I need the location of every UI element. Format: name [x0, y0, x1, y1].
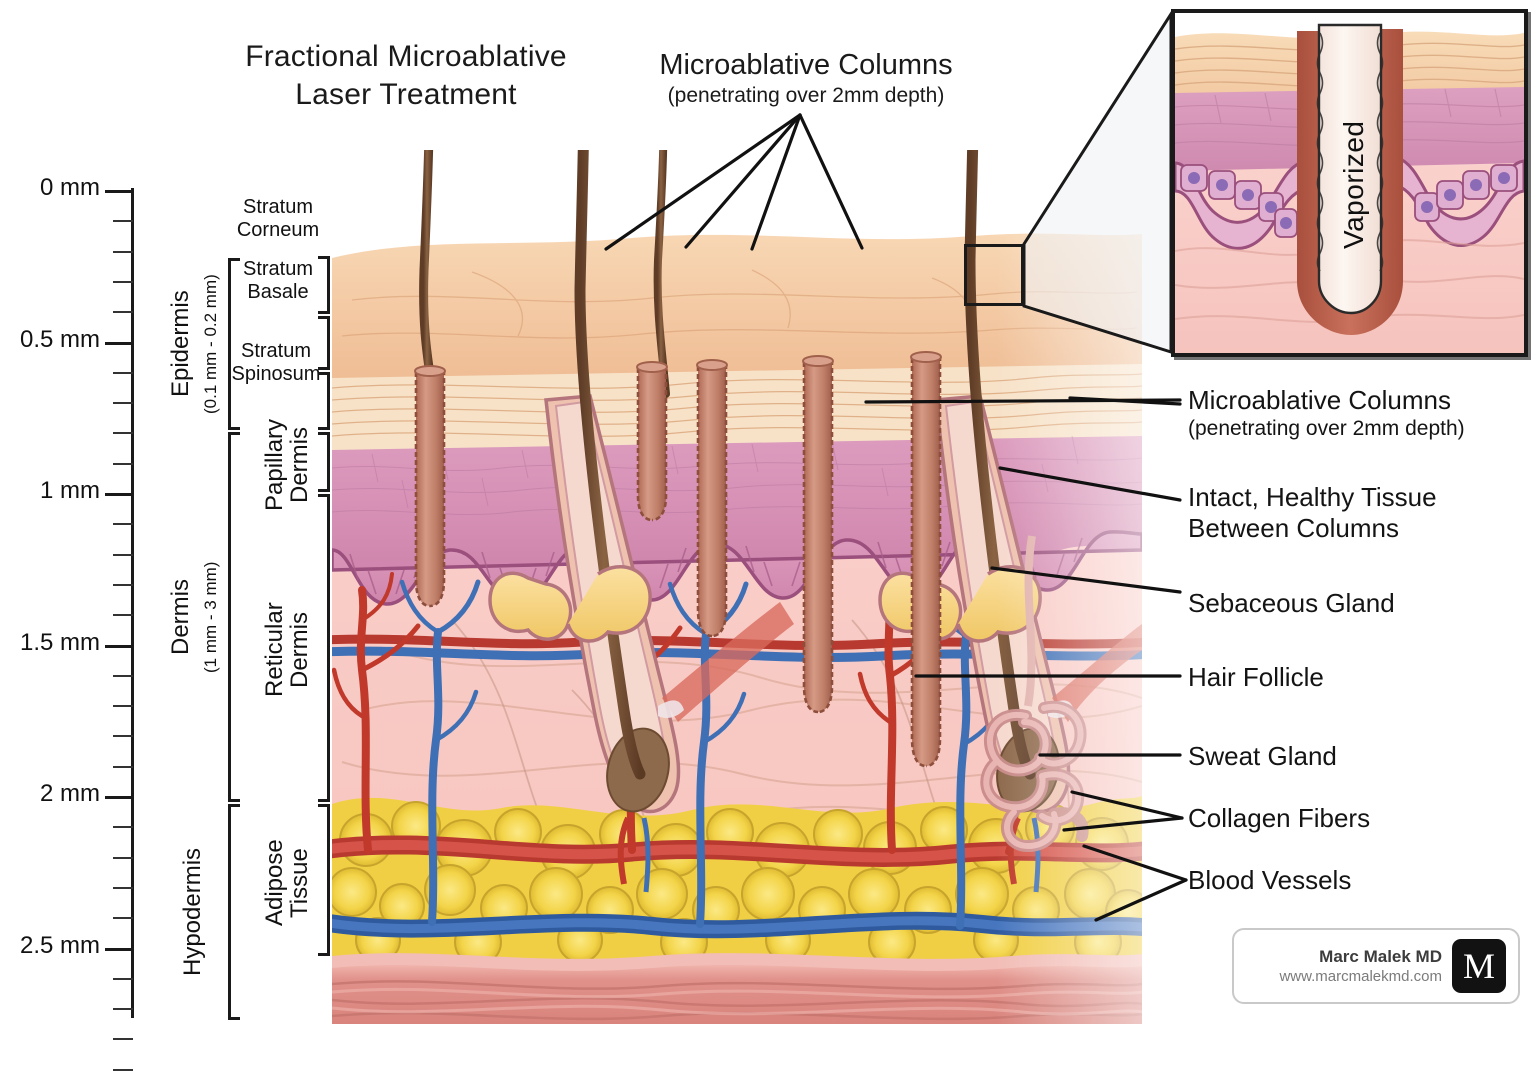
group-range-epidermis: (0.1 mm - 0.2 mm): [201, 274, 220, 414]
right-label-sweat-gland: Sweat Gland: [1188, 741, 1337, 771]
ruler-minor-tick: [113, 765, 133, 768]
ruler-tick-label: 2.5 mm: [19, 931, 100, 959]
watermark-name: Marc Malek MD: [1319, 946, 1442, 966]
ruler-minor-tick: [113, 250, 133, 253]
group-label-hypodermis: Hypodermis: [179, 847, 206, 977]
ruler-major-tick: [105, 947, 133, 951]
ruler-minor-tick: [113, 1068, 133, 1071]
watermark-badge[interactable]: Marc Malek MD www.marcmalekmd.com M: [1232, 928, 1520, 1004]
page-title: Fractional Microablative Laser Treatment: [236, 38, 576, 114]
group-label-dermis: Dermis: [167, 579, 194, 655]
inset-vaporized-label: Vaporized: [1338, 120, 1369, 249]
ruler-minor-tick: [113, 280, 133, 283]
ruler-major-tick: [105, 493, 133, 496]
ruler-minor-tick: [113, 371, 133, 374]
ruler-minor-tick: [113, 553, 133, 556]
ruler-minor-tick: [113, 917, 133, 920]
right-label-microablative-columns: Microablative Columns (penetrating over …: [1188, 385, 1465, 440]
watermark-text: Marc Malek MD www.marcmalekmd.com: [1279, 946, 1442, 987]
ruler-minor-tick: [113, 523, 133, 526]
ruler-major-tick: [105, 644, 133, 648]
bracket-stratum-corneum: [318, 256, 330, 314]
top-callout-title: Microablative Columns: [659, 49, 953, 81]
bracket-stratum-basale: [318, 316, 330, 370]
ruler-minor-tick: [113, 1038, 133, 1041]
watermark-logo-icon: M: [1452, 939, 1506, 993]
right-label-sebaceous-gland: Sebaceous Gland: [1188, 588, 1395, 618]
sublabel-papillary-dermis: Papillary Dermis: [261, 418, 313, 512]
sublabel-stratum-spinosum: Stratum Spinosum: [231, 340, 321, 385]
inset-source-rect: [964, 244, 1024, 306]
bracket-adipose-tissue: [318, 804, 330, 956]
bracket-dermis: [228, 432, 240, 802]
ruler-minor-tick: [113, 674, 133, 677]
ruler-minor-tick: [113, 1008, 133, 1011]
bracket-reticular-dermis: [318, 494, 330, 802]
ruler-minor-tick: [113, 705, 133, 708]
ruler-minor-tick: [113, 462, 133, 465]
top-callout-subtitle: (penetrating over 2mm depth): [667, 84, 945, 107]
ruler-minor-tick: [113, 826, 133, 829]
page-title-line1: Fractional Microablative: [245, 40, 567, 73]
page-title-line2: Laser Treatment: [295, 78, 517, 111]
ruler-major-tick: [105, 341, 133, 345]
depth-ruler: 0 mm 0.5 mm 1 mm 1.5 mm 2 mm 2.5 mm: [0, 0, 340, 1071]
ruler-tick-label: 0 mm: [40, 174, 100, 201]
ruler-minor-tick: [113, 311, 133, 314]
ruler-minor-tick: [113, 886, 133, 889]
ruler-minor-tick: [113, 220, 133, 223]
ruler-tick-label: 2 mm: [40, 780, 100, 807]
sublabel-stratum-basale: Stratum Basale: [242, 258, 314, 303]
ruler-tick-label: 1.5 mm: [19, 628, 100, 656]
bracket-epidermis: [228, 258, 240, 430]
bracket-stratum-spinosum: [318, 372, 330, 430]
ruler-minor-tick: [113, 614, 133, 617]
ruler-major-tick: [105, 796, 133, 799]
ruler-minor-tick: [113, 856, 133, 859]
ruler-minor-tick: [113, 432, 133, 435]
sublabel-adipose-tissue: Adipose Tissue: [261, 839, 313, 927]
bracket-hypodermis: [228, 804, 240, 1020]
ruler-minor-tick: [113, 402, 133, 405]
group-range-dermis: (1 mm - 3 mm): [201, 561, 220, 673]
right-label-blood-vessels: Blood Vessels: [1188, 865, 1352, 895]
ruler-major-tick: [105, 190, 133, 193]
ruler-minor-tick: [113, 735, 133, 738]
sublabel-stratum-corneum: Stratum Corneum: [236, 196, 320, 241]
skin-cross-section: [332, 150, 1142, 1024]
sublabel-reticular-dermis: Reticular Dermis: [261, 602, 313, 698]
ruler-tick-label: 0.5 mm: [19, 325, 100, 353]
group-label-epidermis: Epidermis: [167, 290, 194, 398]
ruler-minor-tick: [113, 977, 133, 980]
bracket-papillary-dermis: [318, 432, 330, 492]
right-label-collagen-fibers: Collagen Fibers: [1188, 803, 1371, 833]
right-label-intact-healthy-tissue: Intact, Healthy Tissue Between Columns: [1188, 482, 1437, 543]
watermark-url[interactable]: www.marcmalekmd.com: [1279, 967, 1442, 985]
top-callout: Microablative Columns (penetrating over …: [650, 48, 962, 109]
ruler-axis: [131, 188, 134, 1018]
inset-magnifier: Vaporized: [1171, 9, 1528, 357]
right-label-hair-follicle: Hair Follicle: [1188, 662, 1324, 692]
ruler-tick-label: 1 mm: [40, 477, 100, 504]
ruler-minor-tick: [113, 583, 133, 586]
